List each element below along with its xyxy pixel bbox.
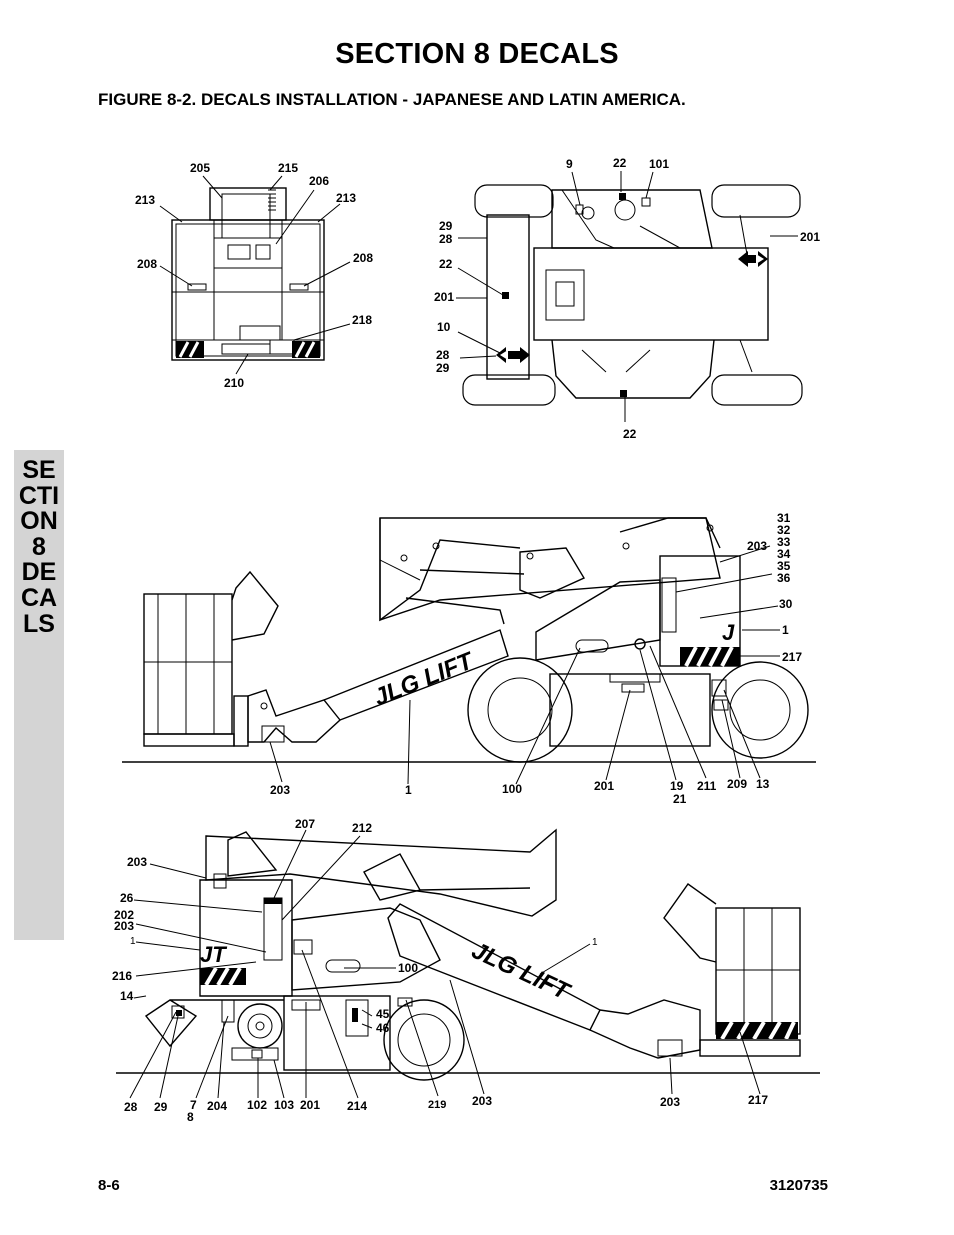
callout: 203 — [270, 783, 290, 797]
callout: 22 — [623, 427, 637, 441]
top-view: 9 22 101 29 28 201 22 201 10 28 29 22 — [434, 156, 820, 441]
callout: 34 — [777, 547, 791, 561]
callout: 201 — [800, 230, 820, 244]
callout: 45 — [376, 1007, 390, 1021]
callout: 201 — [434, 290, 454, 304]
callout: 215 — [278, 161, 298, 175]
callout: 208 — [353, 251, 373, 265]
callout: 217 — [748, 1093, 768, 1107]
callout: 26 — [120, 891, 134, 905]
callout: 32 — [777, 523, 791, 537]
callout: 35 — [777, 559, 791, 573]
brand-decal: JLG LIFT — [370, 647, 479, 712]
callout: 9 — [566, 157, 573, 171]
callout: 28 — [436, 348, 450, 362]
callout: 14 — [120, 989, 134, 1003]
callout: 201 — [594, 779, 614, 793]
callout: 28 — [439, 232, 453, 246]
callout: 216 — [112, 969, 132, 983]
callout: 212 — [352, 821, 372, 835]
platform-front-view: 205 215 206 213 213 208 208 218 210 — [135, 161, 373, 390]
page-number: 8-6 — [98, 1177, 120, 1194]
callout: 1 — [592, 937, 598, 948]
callout: 19 — [670, 779, 684, 793]
svg-text:J: J — [722, 620, 735, 645]
callout: 30 — [779, 597, 793, 611]
callout: 219 — [428, 1099, 446, 1111]
callout: 8 — [187, 1110, 194, 1124]
callout: 206 — [309, 174, 329, 188]
callout: 203 — [127, 855, 147, 869]
callout: 28 — [124, 1100, 138, 1114]
section-title: SECTION 8 DECALS — [335, 38, 619, 70]
callout: 31 — [777, 511, 791, 525]
figure-title: FIGURE 8-2. DECALS INSTALLATION - JAPANE… — [98, 90, 686, 109]
callout: 201 — [300, 1098, 320, 1112]
side-view-right: JLG LIFT J 31 32 33 34 35 — [122, 511, 816, 806]
callout: 213 — [135, 193, 155, 207]
callout: 214 — [347, 1099, 367, 1113]
callout: 1 — [130, 936, 136, 947]
callout: 209 — [727, 777, 747, 791]
callout: 208 — [137, 257, 157, 271]
callout: 102 — [247, 1098, 267, 1112]
callout: 29 — [154, 1100, 168, 1114]
callout: 29 — [436, 361, 450, 375]
callout: 1 — [405, 783, 412, 797]
callout: 207 — [295, 817, 315, 831]
callout: 33 — [777, 535, 791, 549]
callout: 204 — [207, 1099, 227, 1113]
callout: 205 — [190, 161, 210, 175]
side-view-left: JT JLG LIFT — [112, 817, 820, 1124]
callout: 218 — [352, 313, 372, 327]
callout: 213 — [336, 191, 356, 205]
side-tab-label: SECTION 8 DECALS — [18, 456, 60, 638]
callout: 203 — [114, 919, 134, 933]
callout: 29 — [439, 219, 453, 233]
section-side-tab[interactable]: SECTION 8 DECALS — [14, 450, 64, 940]
callout: 203 — [660, 1095, 680, 1109]
callout: 10 — [437, 320, 451, 334]
callout: 211 — [697, 779, 717, 793]
callout: 101 — [649, 157, 669, 171]
callout: 22 — [439, 257, 453, 271]
brand-decal: JLG LIFT — [467, 937, 575, 1006]
callout: 7 — [190, 1098, 197, 1112]
callout: 1 — [782, 623, 789, 637]
callout: 13 — [756, 777, 770, 791]
document-number: 3120735 — [769, 1177, 828, 1194]
callout: 22 — [613, 156, 627, 170]
svg-text:JT: JT — [200, 942, 227, 967]
callout: 100 — [398, 961, 418, 975]
callout: 202 — [114, 908, 134, 922]
callout: 21 — [673, 792, 687, 806]
callout: 103 — [274, 1098, 294, 1112]
callout: 46 — [376, 1021, 390, 1035]
callout: 203 — [747, 539, 767, 553]
callout: 217 — [782, 650, 802, 664]
callout: 36 — [777, 571, 791, 585]
callout: 210 — [224, 376, 244, 390]
callout: 100 — [502, 782, 522, 796]
callout: 203 — [472, 1094, 492, 1108]
